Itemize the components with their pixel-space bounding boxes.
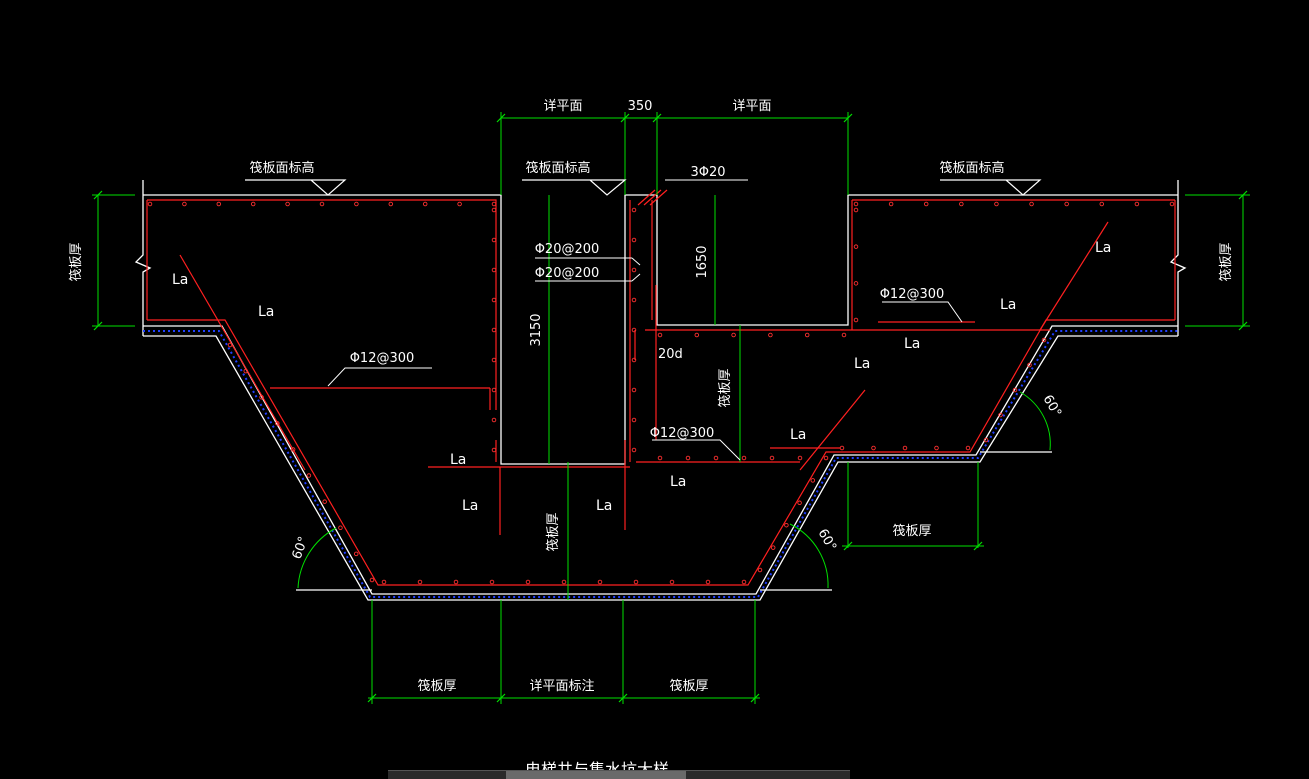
dim-bottom-right: 筏板厚	[669, 678, 708, 694]
rebar-label-right: Φ12@300	[880, 287, 945, 302]
rebar-label-phi20-a: Φ20@200	[535, 242, 600, 257]
anchorage-label: La	[172, 272, 188, 288]
dim-1650: 1650	[695, 245, 710, 278]
texts: 详平面 350 详平面 筏板面标高 筏板面标高 筏板面标高 3Φ20 Φ20@2…	[68, 99, 1234, 778]
anchorage-label: La	[904, 336, 920, 352]
dimension-lines	[92, 112, 1250, 704]
dim-bottom-mid: 详平面标注	[529, 679, 594, 694]
dim-top-mid: 350	[628, 99, 653, 114]
anchorage-label: La	[1000, 297, 1016, 313]
rebar-label-3phi20: 3Φ20	[690, 165, 725, 180]
dimension-ticks	[93, 113, 1248, 703]
elevation-label-left: 筏板面标高	[249, 160, 314, 176]
anchorage-label: La	[450, 452, 466, 468]
anchorage-label: La	[258, 304, 274, 320]
anchorage-label: La	[670, 474, 686, 490]
elevation-label-right: 筏板面标高	[939, 160, 1004, 176]
anchorage-label: La	[790, 427, 806, 443]
waterproof-layer	[143, 330, 1178, 598]
elevation-label-mid: 筏板面标高	[525, 160, 590, 176]
dim-top-right: 详平面	[732, 99, 771, 114]
dim-top-left: 详平面	[543, 99, 582, 114]
dim-pit-thickness: 筏板厚	[717, 368, 733, 407]
scrollbar-thumb[interactable]	[506, 771, 686, 779]
anchorage-label: La	[596, 498, 612, 514]
dim-bottom-left: 筏板厚	[417, 678, 456, 694]
rebar-label-left: Φ12@300	[350, 351, 415, 366]
rebar-dots	[147, 201, 1175, 585]
concrete-outline	[134, 180, 1187, 601]
rebar-lines	[146, 189, 1176, 586]
rebar-label-mid: Φ12@300	[650, 426, 715, 441]
horizontal-scrollbar[interactable]	[388, 770, 850, 779]
anchorage-label: La	[854, 356, 870, 372]
anchorage-label: La	[1095, 240, 1111, 256]
dim-right-thickness: 筏板厚	[1218, 242, 1234, 281]
anchorage-label: La	[462, 498, 478, 514]
leader-lines	[327, 179, 963, 461]
angle-label-left: 60°	[290, 535, 312, 562]
rebar-label-phi20-b: Φ20@200	[535, 266, 600, 281]
elevation-markers	[245, 179, 1042, 196]
dim-left-thickness: 筏板厚	[68, 242, 84, 281]
lap-label-20d: 20d	[658, 347, 683, 362]
dim-step-thickness: 筏板厚	[892, 523, 931, 539]
dim-3150: 3150	[529, 313, 544, 346]
dim-center-thickness: 筏板厚	[545, 512, 561, 551]
